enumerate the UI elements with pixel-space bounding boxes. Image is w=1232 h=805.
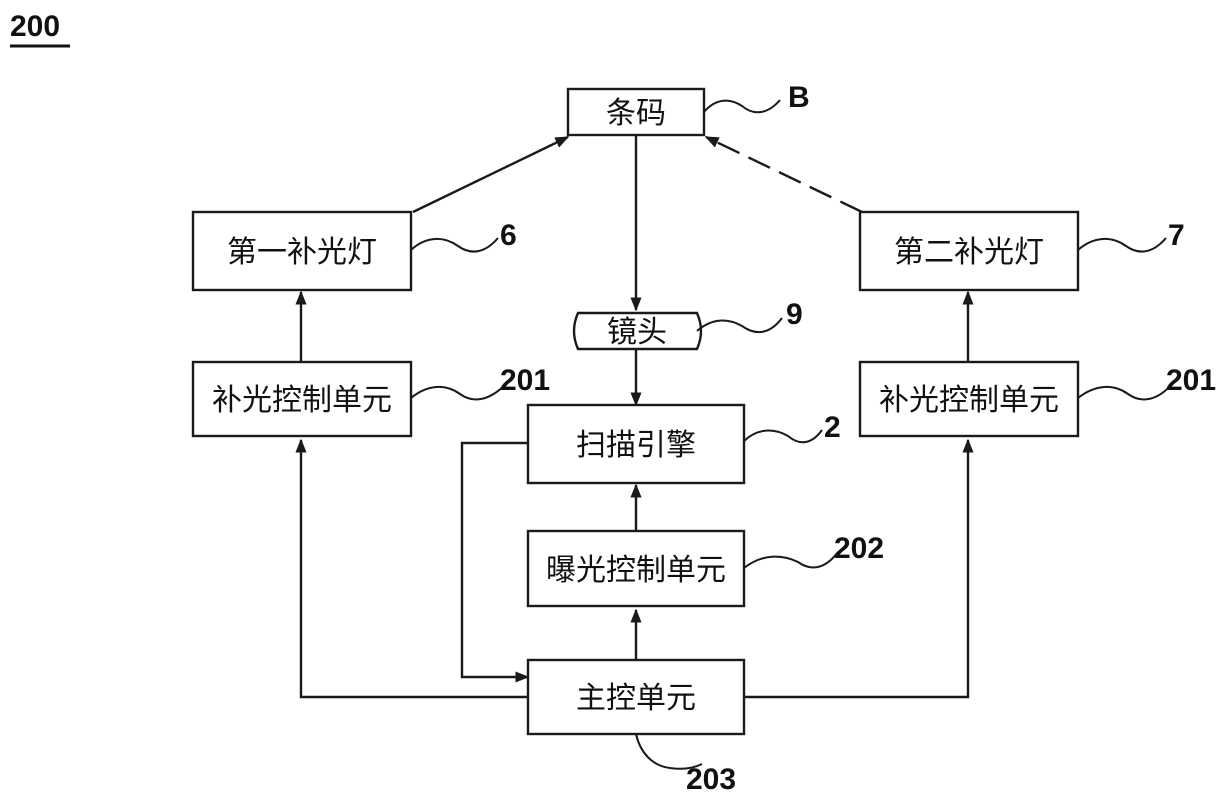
scan-engine-label: 扫描引擎	[576, 428, 696, 463]
barcode-label: 条码	[606, 96, 666, 131]
lens-label: 镜头	[607, 315, 667, 350]
leader-fill-control-right	[1078, 384, 1172, 399]
leader-second-fill-light	[1078, 238, 1166, 252]
exposure-control-label: 曝光控制单元	[546, 553, 726, 588]
ref-first-fill-light: 6	[500, 219, 517, 252]
block-second-fill-light: 第二补光灯	[860, 212, 1078, 290]
ref-second-fill-light: 7	[1168, 219, 1185, 252]
second-fill-light-label: 第二补光灯	[894, 235, 1044, 270]
block-exposure-control: 曝光控制单元	[528, 531, 744, 606]
arrow-first-light-to-barcode	[413, 137, 568, 212]
leader-barcode	[704, 100, 780, 112]
block-lens: 镜头	[574, 313, 701, 350]
ref-lens: 9	[786, 298, 803, 331]
ref-scan-engine: 2	[824, 411, 841, 444]
ref-main-control: 203	[686, 763, 736, 796]
block-barcode: 条码	[568, 89, 704, 135]
arrow-main-scan-loop	[462, 443, 528, 677]
fill-control-right-label: 补光控制单元	[879, 383, 1059, 418]
arrow-main-to-right-fill-control	[745, 440, 968, 697]
leader-lens	[697, 318, 782, 332]
ref-fill-control-left: 201	[500, 364, 550, 397]
leader-scan-engine	[744, 430, 822, 442]
block-fill-control-left: 补光控制单元	[193, 362, 411, 436]
ref-fill-control-right: 201	[1166, 364, 1216, 397]
leader-exposure-control	[744, 552, 838, 568]
arrow-second-light-to-barcode	[706, 137, 862, 212]
arrow-main-to-left-fill-control	[301, 440, 528, 697]
fill-control-left-label: 补光控制单元	[212, 383, 392, 418]
block-scan-engine: 扫描引擎	[528, 405, 744, 483]
main-control-label: 主控单元	[576, 681, 696, 716]
block-main-control: 主控单元	[528, 660, 744, 734]
ref-exposure-control: 202	[834, 532, 884, 565]
leader-fill-control-left	[411, 384, 506, 399]
block-fill-control-right: 补光控制单元	[860, 362, 1078, 436]
first-fill-light-label: 第一补光灯	[227, 235, 377, 270]
leader-first-fill-light	[411, 238, 498, 252]
ref-barcode: B	[788, 81, 810, 114]
figure-label: 200	[10, 10, 60, 43]
block-first-fill-light: 第一补光灯	[193, 212, 411, 290]
